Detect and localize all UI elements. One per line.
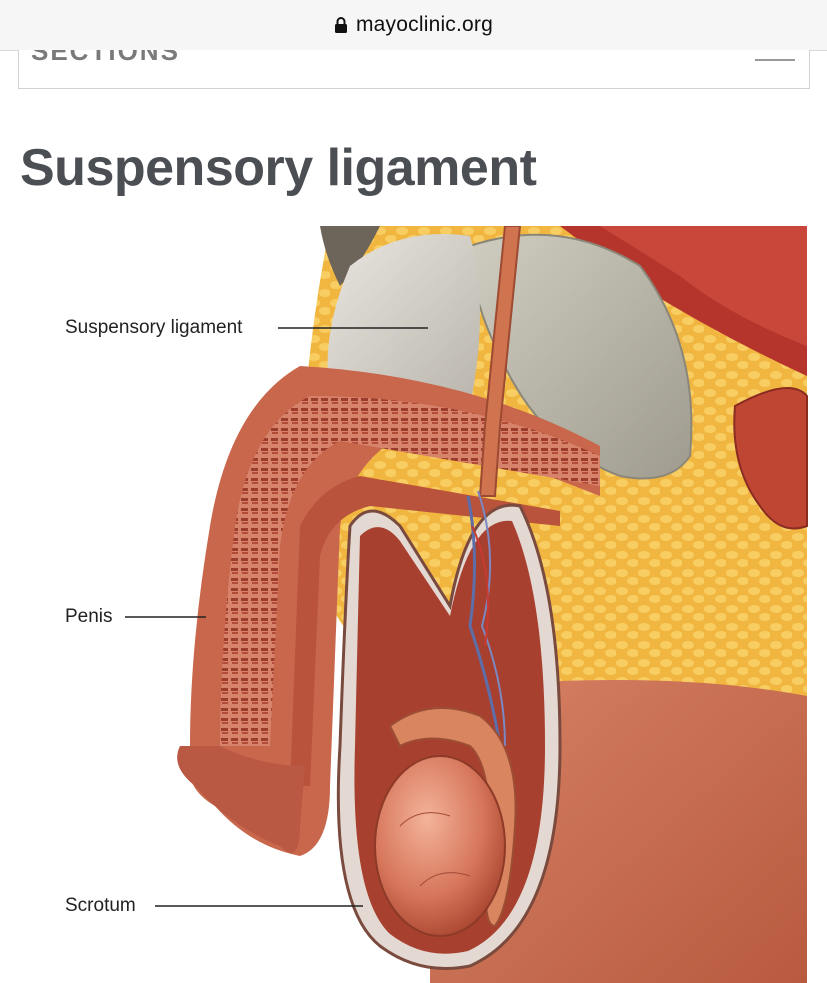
sections-label: SECTIONS: [31, 50, 180, 66]
lock-icon: [334, 17, 347, 33]
label-penis: Penis: [65, 606, 113, 627]
url-text: mayoclinic.org: [355, 13, 493, 36]
anatomy-drawing: [125, 226, 808, 983]
browser-address-bar[interactable]: mayoclinic.org: [0, 0, 827, 51]
label-suspensory-ligament: Suspensory ligament: [65, 317, 243, 338]
hamburger-menu-icon[interactable]: [755, 56, 795, 64]
page-title: Suspensory ligament: [20, 139, 537, 197]
anatomy-illustration: Suspensory ligament Penis Scrotum: [0, 226, 827, 983]
label-scrotum: Scrotum: [65, 895, 136, 916]
sections-bar[interactable]: SECTIONS: [18, 50, 810, 89]
